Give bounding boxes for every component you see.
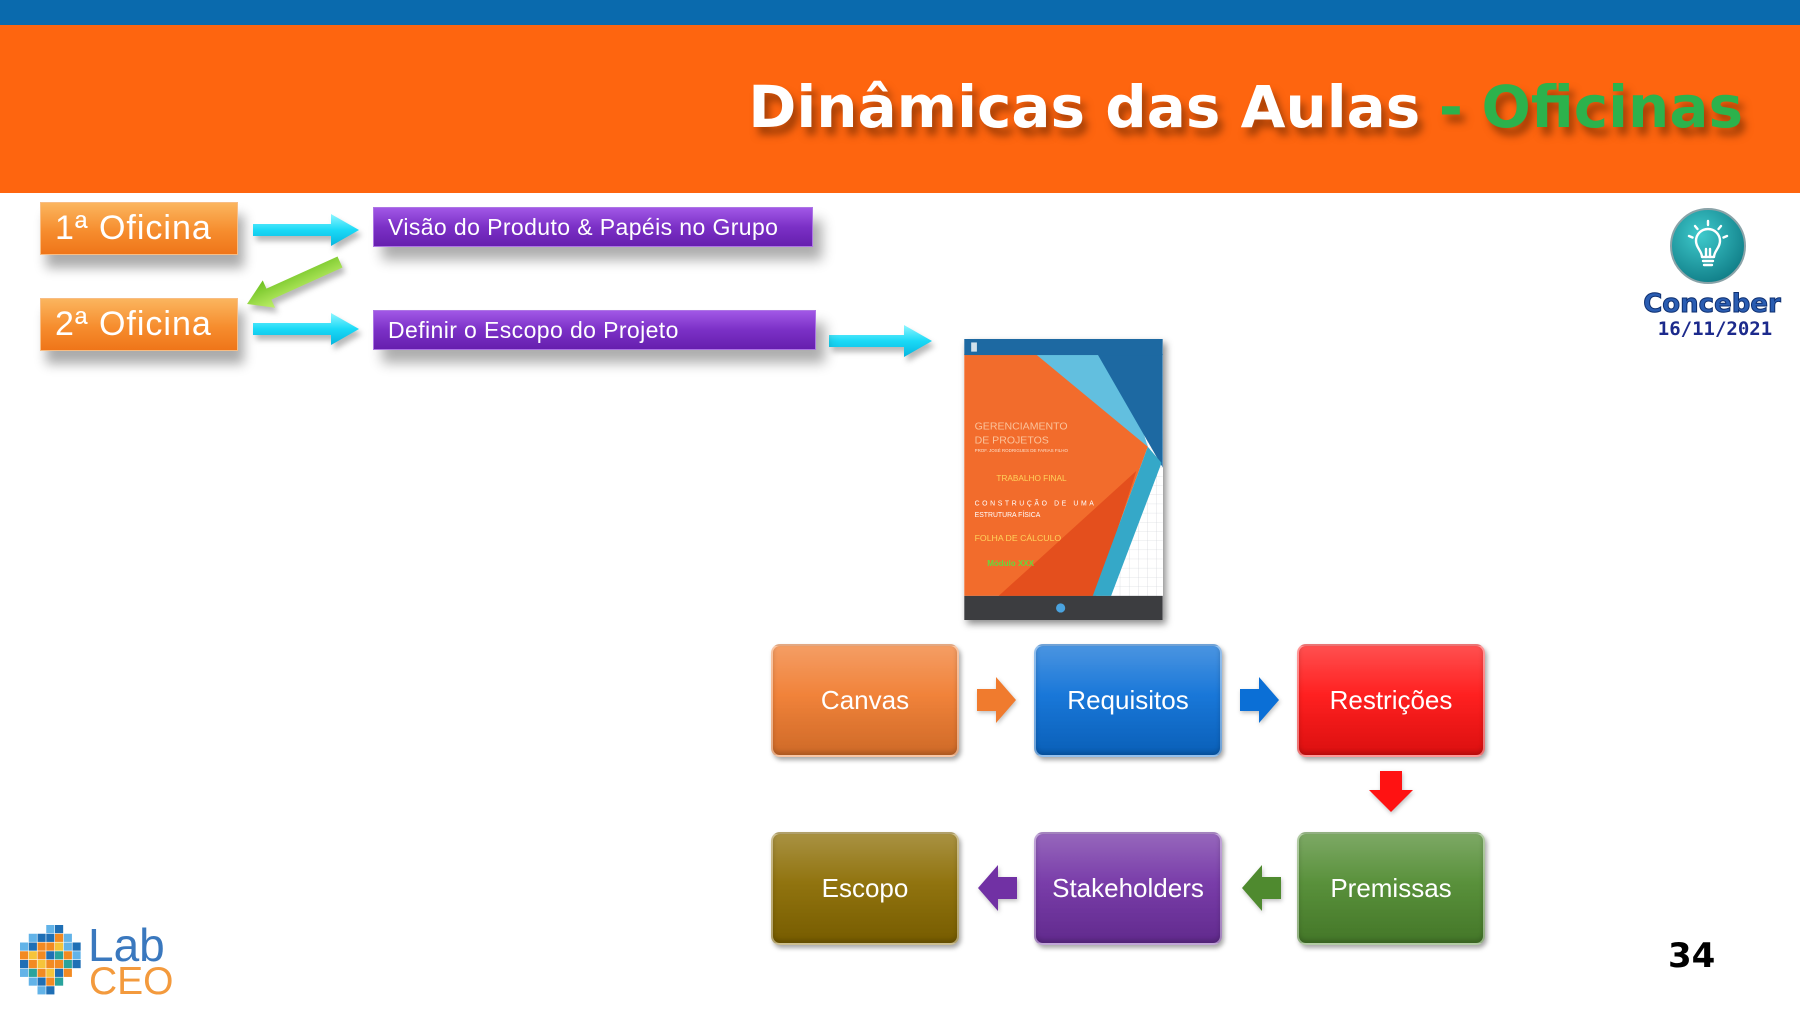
flow-step-restricoes: Restrições	[1297, 644, 1485, 757]
logo-pixel	[55, 933, 64, 942]
logo-pixel	[28, 968, 37, 977]
cover-subject-line-1: CONSTRUÇÃO DE UMA	[975, 498, 1095, 507]
logo-pixel	[46, 925, 55, 934]
cover-teal-shape	[1092, 446, 1162, 596]
slide-title: Dinâmicas das Aulas-Oficinas	[748, 74, 1743, 140]
logo-pixel	[63, 951, 72, 960]
lightbulb-icon	[1670, 208, 1746, 284]
top-accent-bar	[0, 0, 1800, 25]
labceo-logo-mark	[20, 925, 81, 995]
flow-step-premissas: Premissas	[1297, 832, 1485, 945]
flow-right-arrow-icon	[977, 677, 1016, 723]
cover-kind: TRABALHO FINAL	[996, 474, 1067, 483]
page-number: 34	[1668, 936, 1716, 976]
flow-step-stakeholders: Stakeholders	[1034, 832, 1222, 945]
cover-red-shape	[998, 470, 1137, 596]
logo-pixel	[37, 960, 46, 969]
logo-pixel	[63, 942, 72, 951]
flow-left-arrow-icon	[1242, 865, 1281, 911]
flow-step-requisitos: Requisitos	[1034, 644, 1222, 757]
workshop-1-label: 1ª Oficina	[40, 202, 238, 255]
logo-pixel	[72, 960, 81, 969]
slide-title-separator: -	[1438, 73, 1463, 141]
logo-pixel	[63, 933, 72, 942]
logo-pixel	[28, 933, 37, 942]
logo-pixel	[37, 968, 46, 977]
flow-left-arrow-icon	[978, 865, 1017, 911]
cover-author: PROF. JOSÉ RODRIGUES DE FARIAS FILHO	[975, 447, 1069, 453]
logo-pixel	[46, 977, 55, 986]
flow-right-arrow-icon	[1240, 677, 1279, 723]
logo-pixel	[55, 951, 64, 960]
right-arrow-icon	[829, 325, 932, 357]
logo-pixel	[72, 942, 81, 951]
cover-subject-line-2: ESTRUTURA FÍSICA	[975, 510, 1041, 519]
logo-pixel	[72, 951, 81, 960]
flow-down-arrow-icon	[1369, 771, 1413, 812]
cover-title-line-2: DE PROJETOS	[975, 434, 1049, 446]
flow-step-escopo: Escopo	[771, 832, 959, 945]
logo-pixel	[55, 968, 64, 977]
slide-title-main: Dinâmicas das Aulas	[748, 73, 1421, 141]
logo-pixel	[37, 933, 46, 942]
logo-pixel	[46, 942, 55, 951]
flow-step-canvas: Canvas	[771, 644, 959, 757]
logo-pixel	[37, 977, 46, 986]
logo-pixel	[37, 951, 46, 960]
workshop-1-topic: Visão do Produto & Papéis no Grupo	[373, 207, 813, 247]
logo-pixel	[20, 960, 29, 969]
logo-pixel	[28, 942, 37, 951]
cover-crest	[971, 342, 977, 352]
logo-pixel	[37, 986, 46, 995]
logo-pixel	[63, 960, 72, 969]
logo-pixel	[46, 933, 55, 942]
logo-word-lab: Lab	[88, 919, 165, 971]
logo-pixel	[46, 986, 55, 995]
logo-pixel	[55, 942, 64, 951]
phase-badge-name: Conceber	[1643, 289, 1782, 320]
logo-pixel	[55, 925, 64, 934]
workshop-2-topic: Definir o Escopo do Projeto	[373, 310, 816, 350]
title-banner	[0, 25, 1800, 193]
logo-pixel	[37, 942, 46, 951]
document-cover-thumbnail: GERENCIAMENTO DE PROJETOS PROF. JOSÉ ROD…	[964, 339, 1163, 620]
right-arrow-icon	[253, 313, 359, 345]
logo-pixel	[28, 951, 37, 960]
logo-pixel	[28, 960, 37, 969]
logo-pixel	[63, 968, 72, 977]
cover-blue-shape	[1097, 353, 1163, 468]
logo-pixel	[55, 960, 64, 969]
cover-sheet: FOLHA DE CÁLCULO	[975, 533, 1062, 543]
phase-badge-date: 16/11/2021	[1657, 318, 1773, 340]
slide-title-accent: Oficinas	[1481, 73, 1743, 141]
cover-top-band	[964, 339, 1163, 356]
logo-pixel	[55, 977, 64, 986]
logo-pixel	[20, 968, 29, 977]
cover-title-line-1: GERENCIAMENTO	[975, 421, 1068, 433]
logo-pixel	[28, 977, 37, 986]
logo-word-ceo: CEO	[89, 960, 174, 1003]
logo-pixel	[46, 968, 55, 977]
cover-logo	[1056, 603, 1066, 613]
logo-pixel	[20, 951, 29, 960]
logo-pixel	[46, 951, 55, 960]
logo-pixel	[46, 960, 55, 969]
workshop-2-label: 2ª Oficina	[40, 298, 238, 351]
right-arrow-icon	[253, 214, 359, 246]
diagonal-back-arrow-icon	[247, 256, 343, 308]
logo-pixel	[20, 942, 29, 951]
cover-module: Módulo XXX	[987, 559, 1034, 568]
